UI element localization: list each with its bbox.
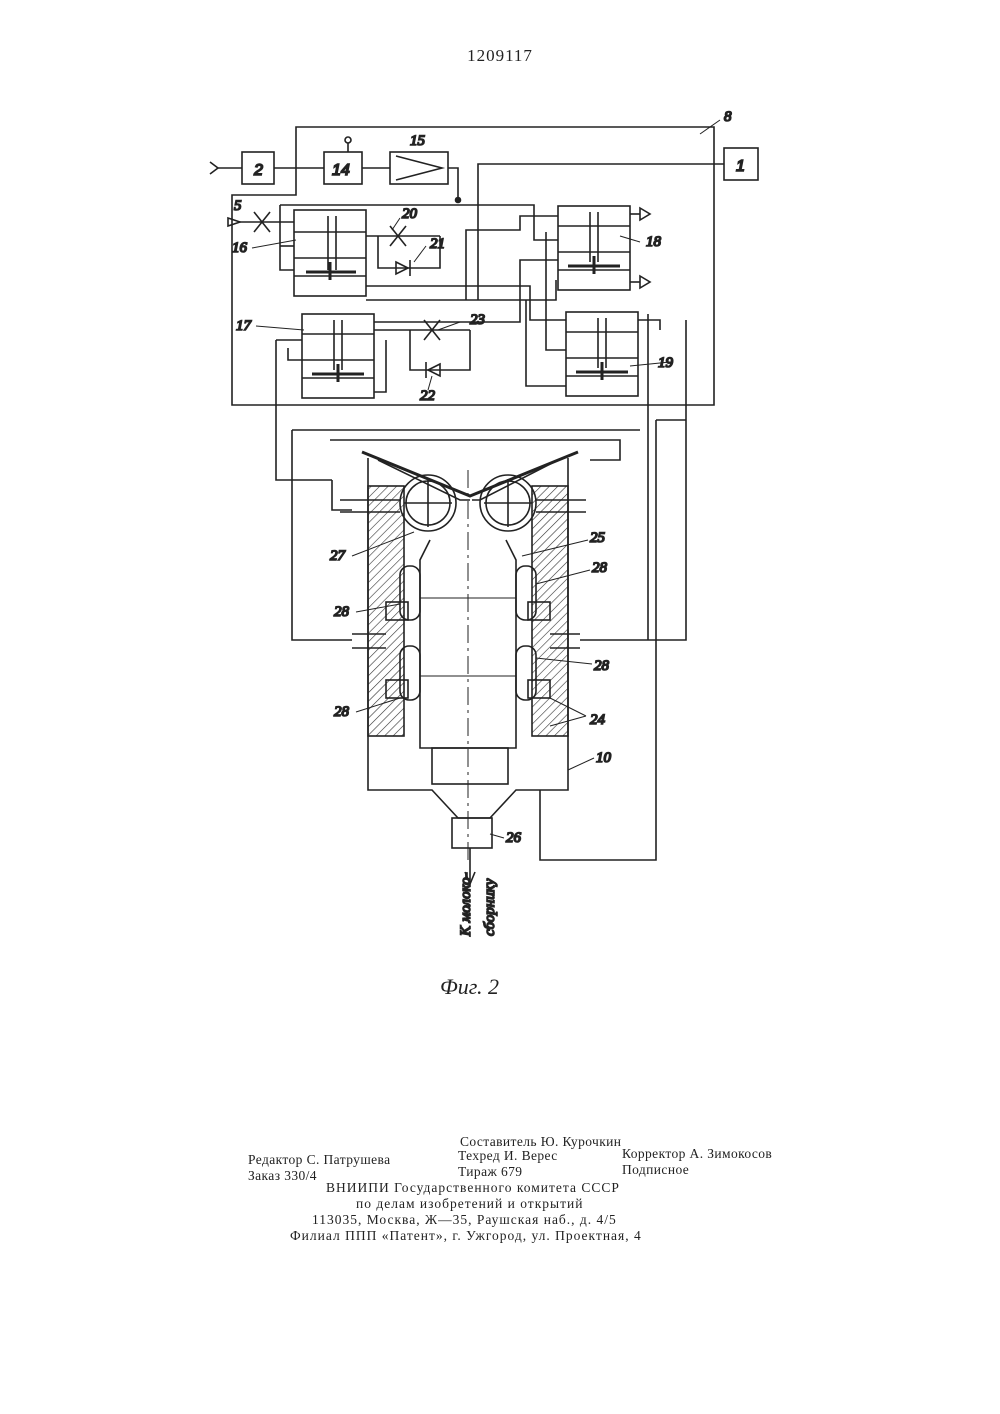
label-25: 25 <box>590 530 606 546</box>
credit-branch: Филиал ППП «Патент», г. Ужгород, ул. Про… <box>290 1228 642 1244</box>
label-5: 5 <box>234 198 242 214</box>
input-signal-arrow <box>210 162 242 174</box>
label-28-b: 28 <box>334 604 350 620</box>
label-27: 27 <box>330 548 347 564</box>
label-10: 10 <box>596 750 612 766</box>
credit-techred: Техред И. Верес <box>458 1148 558 1164</box>
credit-corrector: Корректор А. Зимокосов <box>622 1146 772 1162</box>
label-14: 14 <box>332 162 350 179</box>
valve-17 <box>302 314 374 398</box>
outlet-text-2: сборнику <box>482 878 498 936</box>
label-24: 24 <box>590 712 606 728</box>
valve-18 <box>558 206 650 290</box>
credit-org-line1: ВНИИПИ Государственного комитета СССР <box>326 1180 620 1196</box>
liner-25 <box>420 470 516 860</box>
label-19: 19 <box>658 355 674 371</box>
label-28-c: 28 <box>594 658 610 674</box>
label-26: 26 <box>506 830 522 846</box>
valve-16 <box>294 210 366 296</box>
label-23: 23 <box>470 312 485 328</box>
figure-caption: Фиг. 2 <box>440 974 499 1000</box>
label-18: 18 <box>646 234 662 250</box>
outlet-text-1: К молоко- <box>458 872 474 937</box>
check-valve-22 <box>410 330 470 378</box>
credit-org-line3: 113035, Москва, Ж—35, Раушская наб., д. … <box>312 1212 617 1228</box>
throttle-20 <box>366 226 440 246</box>
label-28-d: 28 <box>334 704 350 720</box>
throttle-23 <box>374 320 470 340</box>
valve-19 <box>566 312 638 396</box>
label-17: 17 <box>236 318 253 334</box>
label-22: 22 <box>420 388 436 404</box>
label-20: 20 <box>402 206 418 222</box>
label-28-a: 28 <box>592 560 608 576</box>
credit-circulation: Тираж 679 <box>458 1164 522 1180</box>
label-1: 1 <box>736 158 745 175</box>
label-16: 16 <box>232 240 248 256</box>
credit-org-line2: по делам изобретений и открытий <box>356 1196 583 1212</box>
leader-lines <box>252 120 720 838</box>
throttle-5 <box>228 212 294 232</box>
credit-subscription: Подписное <box>622 1162 689 1178</box>
label-8: 8 <box>724 109 732 125</box>
supply-lines <box>292 320 686 860</box>
label-15: 15 <box>410 133 426 149</box>
block-14-terminal <box>345 137 351 143</box>
credit-order: Заказ 330/4 <box>248 1168 317 1184</box>
label-2: 2 <box>253 162 263 179</box>
credit-editor: Редактор С. Патрушева <box>248 1152 391 1168</box>
label-21: 21 <box>430 236 445 252</box>
